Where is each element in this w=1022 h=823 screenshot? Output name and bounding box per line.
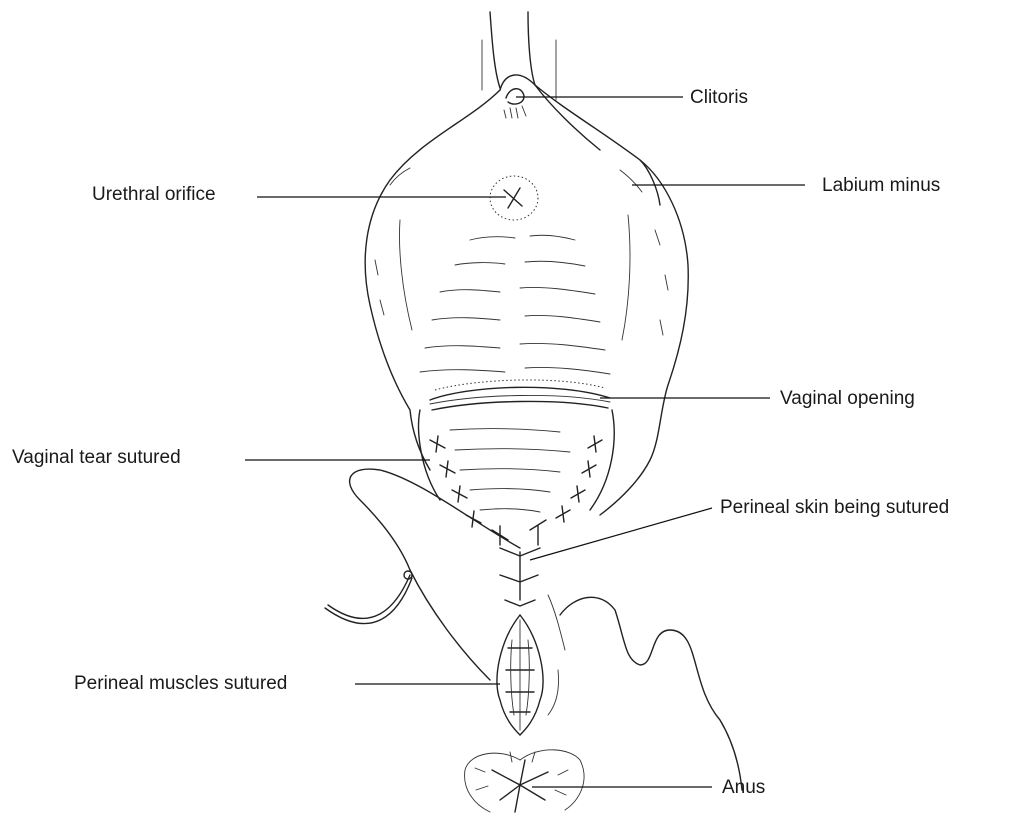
label-vaginal-opening: Vaginal opening <box>780 389 915 408</box>
vaginal-tear-sutures <box>430 436 602 545</box>
suture-thread-right <box>548 595 742 790</box>
label-urethral-orifice: Urethral orifice <box>92 185 216 204</box>
label-anus: Anus <box>722 778 765 797</box>
urethral-orifice-shape <box>490 176 538 220</box>
label-clitoris: Clitoris <box>690 88 748 107</box>
leader-perineal-skin <box>530 508 712 560</box>
vestibule-texture <box>375 168 668 374</box>
leader-lines <box>245 97 805 787</box>
label-perineal-skin-being-sutured: Perineal skin being sutured <box>720 498 949 517</box>
anus-shape <box>465 750 584 812</box>
label-perineal-muscles-sutured: Perineal muscles sutured <box>74 674 287 693</box>
perineal-skin-sutures <box>500 548 540 606</box>
suture-needle <box>325 469 520 680</box>
clitoral-hood <box>482 12 600 150</box>
labium-outline <box>365 85 688 515</box>
vaginal-tear-texture <box>450 429 570 512</box>
clitoris-shape <box>504 89 526 118</box>
perineal-muscles-shape <box>497 615 543 735</box>
label-vaginal-tear-sutured: Vaginal tear sutured <box>12 448 181 467</box>
label-labium-minus: Labium minus <box>822 176 940 195</box>
